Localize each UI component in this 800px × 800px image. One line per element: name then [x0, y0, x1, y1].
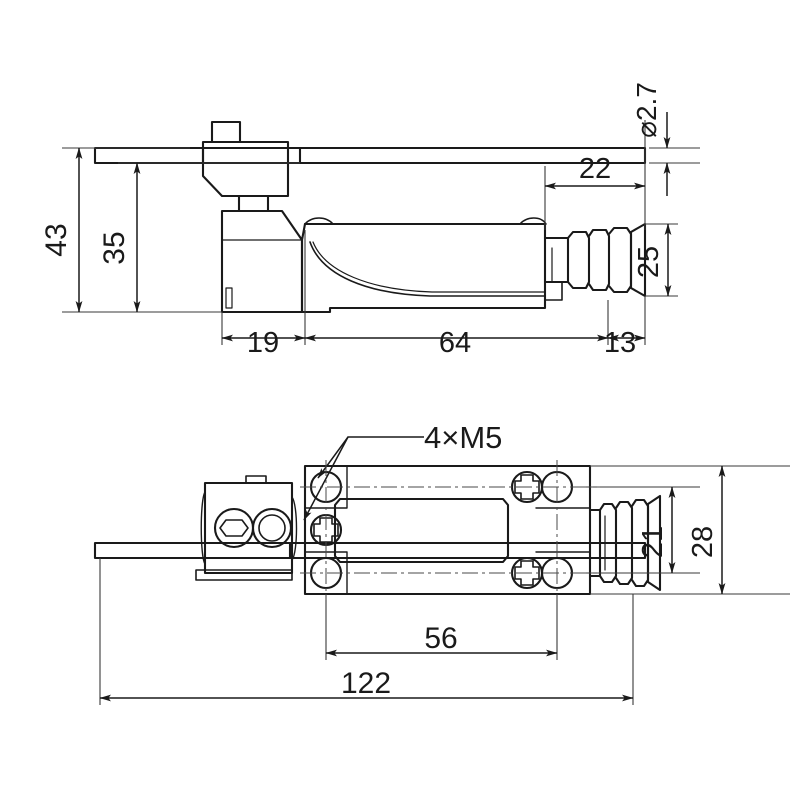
- dimension-label-rod-diameter: ⌀2.7: [631, 82, 662, 138]
- plan-view: [93, 464, 662, 596]
- dimension-label-25: 25: [633, 246, 665, 278]
- dimension-label-122: 122: [341, 667, 391, 700]
- switch-head-body: [220, 209, 304, 314]
- outline-geometry-group: [93, 120, 662, 596]
- mounting-boss-group: [304, 465, 591, 595]
- dimension-label-22: 22: [579, 153, 611, 185]
- switch-main-body: [300, 217, 547, 314]
- leader-line-4xm5-lower: [303, 436, 349, 521]
- dimension-label-35: 35: [98, 231, 131, 264]
- dimension-label-43: 43: [40, 223, 73, 256]
- dimension-label-21: 21: [637, 526, 669, 558]
- actuator-block-plan: [195, 475, 298, 581]
- actuator-head-block: [191, 120, 302, 213]
- dimension-label-28: 28: [687, 526, 719, 558]
- body-plan-outline: [303, 464, 592, 596]
- dimension-label-13: 13: [604, 327, 636, 359]
- centre-lines-group: [300, 460, 600, 600]
- dimension-text-group: 43 35 ⌀2.7 22 25 19 64 13 4×M5 21 28 56 …: [40, 82, 719, 700]
- note-label-4xm5: 4×M5: [424, 420, 502, 455]
- actuator-rod: [93, 146, 647, 165]
- actuator-rod-plan: [93, 541, 647, 560]
- mounting-hole-group: [309, 470, 574, 590]
- dimension-arrows-group: [75, 112, 726, 702]
- dimension-label-56: 56: [424, 622, 457, 655]
- dimension-label-64: 64: [439, 327, 471, 359]
- dimension-label-19: 19: [247, 327, 279, 359]
- side-elevation-view: [93, 120, 647, 314]
- cable-gland: [543, 222, 647, 301]
- leader-line-4xm5-upper: [317, 436, 424, 479]
- dimension-lines-group: [62, 120, 790, 705]
- cable-gland-plan: [588, 494, 662, 592]
